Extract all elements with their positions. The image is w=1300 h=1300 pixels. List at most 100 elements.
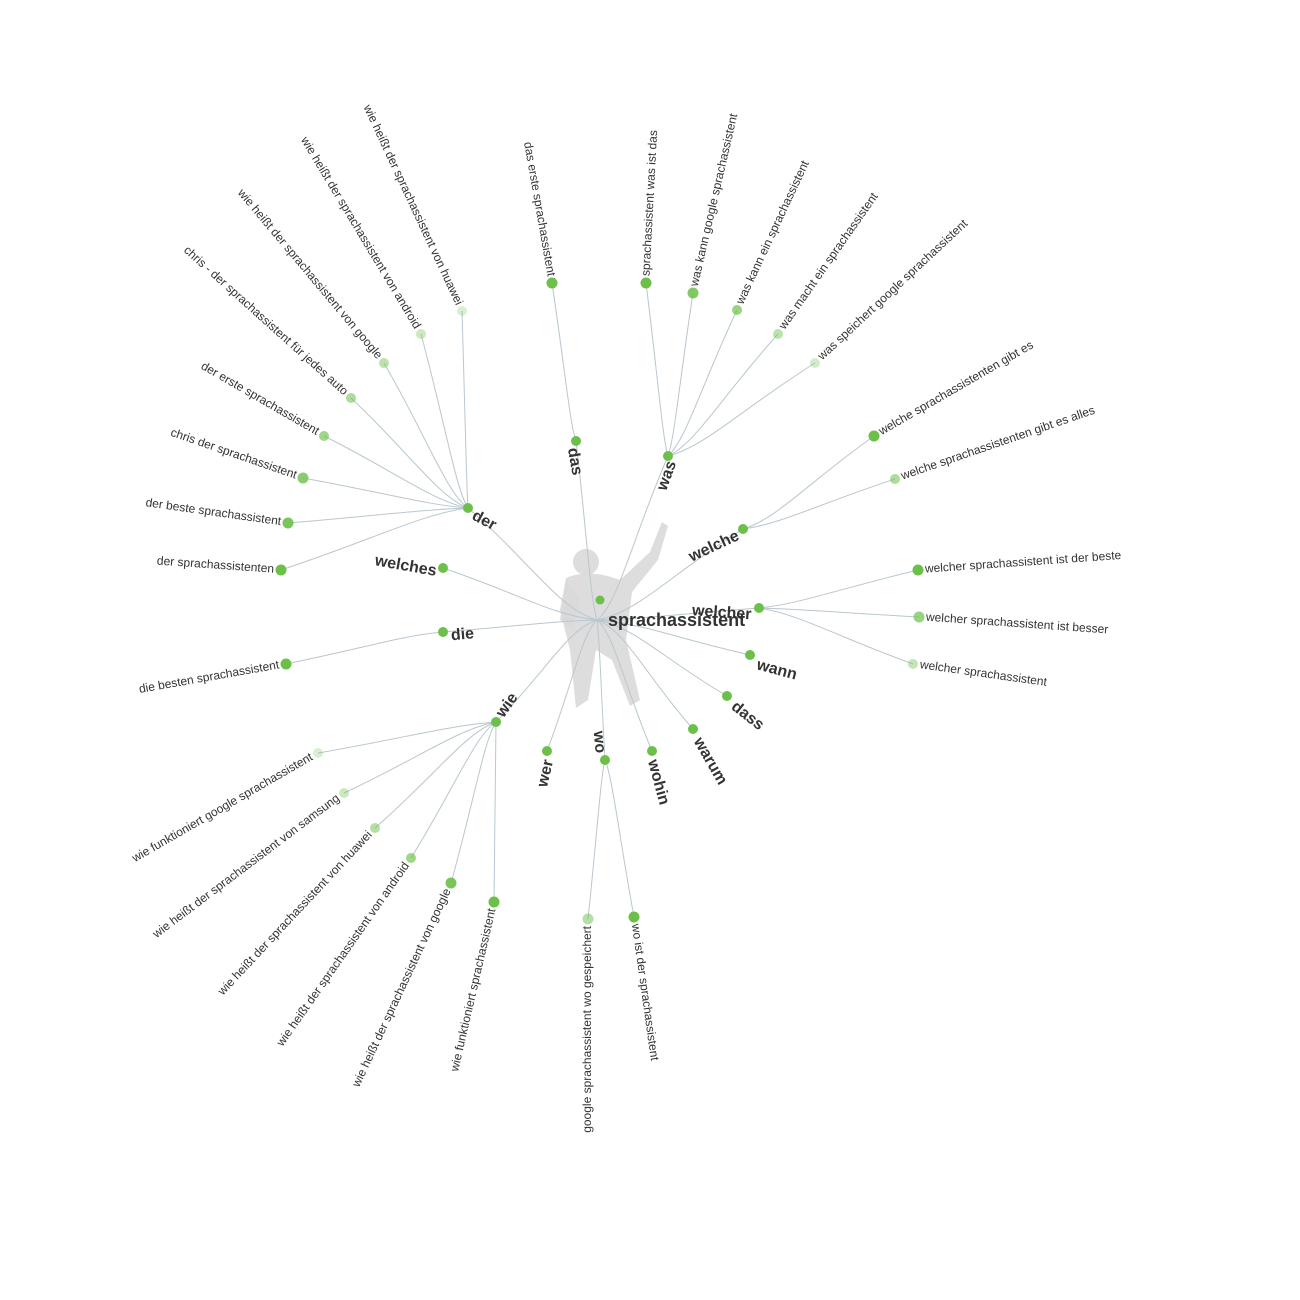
edge-root-der: [467, 507, 598, 621]
leaf-node-das-erste-sprachassistent[interactable]: [546, 277, 558, 289]
hub-label-wer[interactable]: wer: [534, 758, 557, 790]
hub-node-welche[interactable]: [738, 524, 748, 534]
leaf-node-was-kann-ein-sprachassistent[interactable]: [732, 305, 742, 315]
leaf-label-wo-ist-der-sprachassistent[interactable]: wo ist der sprachassistent: [629, 922, 662, 1062]
leaf-label-der-beste-sprachassistent[interactable]: der beste sprachassistent: [145, 495, 283, 528]
leaf-node-wie-heisst-der-sprachassistent-von-google[interactable]: [379, 358, 389, 368]
hub-node-der[interactable]: [463, 503, 473, 513]
leaf-node-welcher-sprachassistent[interactable]: [908, 659, 918, 669]
leaf-node-wo-ist-der-sprachassistent[interactable]: [628, 911, 640, 923]
leaf-node-wie-heisst-der-sprachassistent-von-huawei[interactable]: [457, 306, 467, 316]
hub-label-welches[interactable]: welches: [373, 552, 438, 580]
leaf-label-wie-heisst-der-sprachassistent-von-samsung[interactable]: wie heißt der sprachassistent von samsun…: [149, 791, 342, 941]
edge-google-sprachassistent-wo-gespeichert: [587, 759, 606, 920]
leaf-node-chris-der-sprachassistent[interactable]: [297, 472, 309, 484]
root-node[interactable]: [595, 595, 605, 605]
leaf-node-sprachassistent-was-ist-das[interactable]: [640, 277, 652, 289]
leaf-node-was-kann-google-sprachassistent[interactable]: [687, 287, 699, 299]
leaf-node-der-sprachassistenten[interactable]: [275, 564, 287, 576]
leaf-node-der-beste-sprachassistent[interactable]: [282, 517, 294, 529]
leaf-label-welcher-sprachassistent-ist-besser[interactable]: welcher sprachassistent ist besser: [925, 610, 1109, 637]
hub-node-wie[interactable]: [491, 717, 501, 727]
edge-welcher-sprachassistent-ist-besser: [758, 607, 920, 618]
hub-label-wie[interactable]: wie: [492, 690, 521, 722]
leaf-node-welcher-sprachassistent-ist-besser[interactable]: [913, 611, 925, 623]
leaf-label-wie-funktioniert-sprachassistent[interactable]: wie funktioniert sprachassistent: [447, 906, 499, 1073]
edge-root-die: [442, 619, 598, 633]
edge-root-das: [575, 440, 598, 621]
hub-node-das[interactable]: [571, 436, 581, 446]
hub-node-wohin[interactable]: [647, 746, 657, 756]
leaf-node-wie-funktioniert-google-sprachassistent[interactable]: [313, 748, 323, 758]
leaf-label-wie-heisst-der-sprachassistent-von-huawei[interactable]: wie heißt der sprachassistent von huawei: [214, 828, 375, 999]
edge-root-warum: [596, 619, 694, 730]
leaf-label-chris-der-sprachassistent[interactable]: chris der sprachassistent: [169, 425, 300, 482]
hub-label-warum[interactable]: warum: [689, 734, 730, 788]
edge-der-sprachassistenten: [280, 507, 469, 571]
leaf-label-welche-sprachassistenten-gibt-es[interactable]: welche sprachassistenten gibt es: [875, 338, 1035, 439]
hub-label-was[interactable]: was: [653, 458, 680, 493]
leaf-label-wie-heisst-der-sprachassistent-von-google[interactable]: wie heißt der sprachassistent von google: [234, 185, 385, 362]
leaf-label-der-erste-sprachassistent[interactable]: der erste sprachassistent: [199, 359, 323, 438]
leaf-node-welche-sprachassistenten-gibt-es-alles[interactable]: [890, 474, 900, 484]
hub-label-welche[interactable]: welche: [685, 527, 742, 565]
hub-label-die[interactable]: die: [450, 625, 475, 644]
hub-node-wer[interactable]: [542, 746, 552, 756]
hub-label-das[interactable]: das: [564, 446, 586, 476]
hub-node-die[interactable]: [438, 627, 448, 637]
leaf-node-wie-heisst-der-sprachassistent-von-samsung[interactable]: [339, 788, 349, 798]
hub-node-wann[interactable]: [745, 650, 755, 660]
edge-welcher-sprachassistent: [758, 607, 914, 665]
hub-label-wohin[interactable]: wohin: [644, 757, 673, 807]
leaf-label-sprachassistent-was-ist-das[interactable]: sprachassistent was ist das: [639, 130, 661, 277]
node-group: [275, 277, 925, 925]
leaf-label-google-sprachassistent-wo-gespeichert[interactable]: google sprachassistent wo gespeichert: [580, 925, 594, 1132]
silhouette-head: [573, 549, 599, 575]
leaf-label-was-kann-ein-sprachassistent[interactable]: was kann ein sprachassistent: [732, 158, 812, 307]
hub-node-welches[interactable]: [438, 563, 448, 573]
leaf-node-was-speichert-google-sprachassistent[interactable]: [810, 358, 820, 368]
leaf-label-die-besten-sprachassistent[interactable]: die besten sprachassistent: [138, 657, 281, 696]
hub-node-welcher[interactable]: [754, 603, 764, 613]
leaf-node-wie-funktioniert-sprachassistent[interactable]: [488, 896, 500, 908]
leaf-node-wie-heisst-der-sprachassistent-von-huawei[interactable]: [370, 823, 380, 833]
leaf-node-wie-heisst-der-sprachassistent-von-android[interactable]: [406, 853, 416, 863]
leaf-node-welche-sprachassistenten-gibt-es[interactable]: [868, 430, 880, 442]
hub-label-wo[interactable]: wo: [590, 729, 609, 754]
leaf-label-das-erste-sprachassistent[interactable]: das erste sprachassistent: [521, 141, 559, 278]
leaf-label-welcher-sprachassistent-ist-der-beste[interactable]: welcher sprachassistent ist der beste: [923, 548, 1122, 576]
leaf-label-wie-funktioniert-google-sprachassistent[interactable]: wie funktioniert google sprachassistent: [129, 749, 316, 865]
leaf-label-der-sprachassistenten[interactable]: der sprachassistenten: [156, 554, 274, 576]
leaf-label-welche-sprachassistenten-gibt-es-alles[interactable]: welche sprachassistenten gibt es alles: [898, 403, 1097, 483]
hub-node-warum[interactable]: [688, 724, 698, 734]
hub-label-wann[interactable]: wann: [754, 656, 799, 683]
leaf-node-wie-heisst-der-sprachassistent-von-android[interactable]: [416, 329, 426, 339]
hub-node-dass[interactable]: [722, 691, 732, 701]
leaf-label-wie-heisst-der-sprachassistent-von-huawei[interactable]: wie heißt der sprachassistent von huawei: [360, 102, 466, 308]
leaf-node-wie-heisst-der-sprachassistent-von-google[interactable]: [445, 877, 457, 889]
leaf-node-google-sprachassistent-wo-gespeichert[interactable]: [582, 913, 594, 925]
edge-wo-ist-der-sprachassistent: [604, 759, 635, 918]
hub-node-wo[interactable]: [600, 755, 610, 765]
leaf-label-was-kann-google-sprachassistent[interactable]: was kann google sprachassistent: [687, 112, 741, 289]
edge-root-welcher: [596, 607, 760, 621]
leaf-label-wie-heisst-der-sprachassistent-von-android[interactable]: wie heißt der sprachassistent von androi…: [298, 133, 425, 331]
edge-root-wann: [596, 619, 751, 656]
edge-root-wer: [546, 619, 598, 752]
leaf-node-was-macht-ein-sprachassistent[interactable]: [773, 329, 783, 339]
leaf-node-welcher-sprachassistent-ist-der-beste[interactable]: [912, 564, 924, 576]
leaf-label-welcher-sprachassistent[interactable]: welcher sprachassistent: [918, 657, 1048, 689]
hub-label-der[interactable]: der: [469, 507, 499, 534]
hub-node-was[interactable]: [663, 451, 673, 461]
leaf-node-chris-der-sprachassistent-fuer-jedes-auto[interactable]: [346, 393, 356, 403]
edge-die-besten-sprachassistent: [285, 631, 444, 665]
hub-label-dass[interactable]: dass: [728, 698, 767, 734]
edge-root-wie: [495, 619, 598, 723]
edge-wie-funktioniert-sprachassistent: [493, 721, 497, 903]
leaf-node-die-besten-sprachassistent[interactable]: [280, 658, 292, 670]
hub-label-welcher[interactable]: welcher: [690, 602, 752, 623]
root-label: sprachassistent: [608, 610, 745, 630]
leaf-node-der-erste-sprachassistent[interactable]: [319, 431, 329, 441]
edge-was-macht-ein-sprachassistent: [667, 333, 779, 457]
